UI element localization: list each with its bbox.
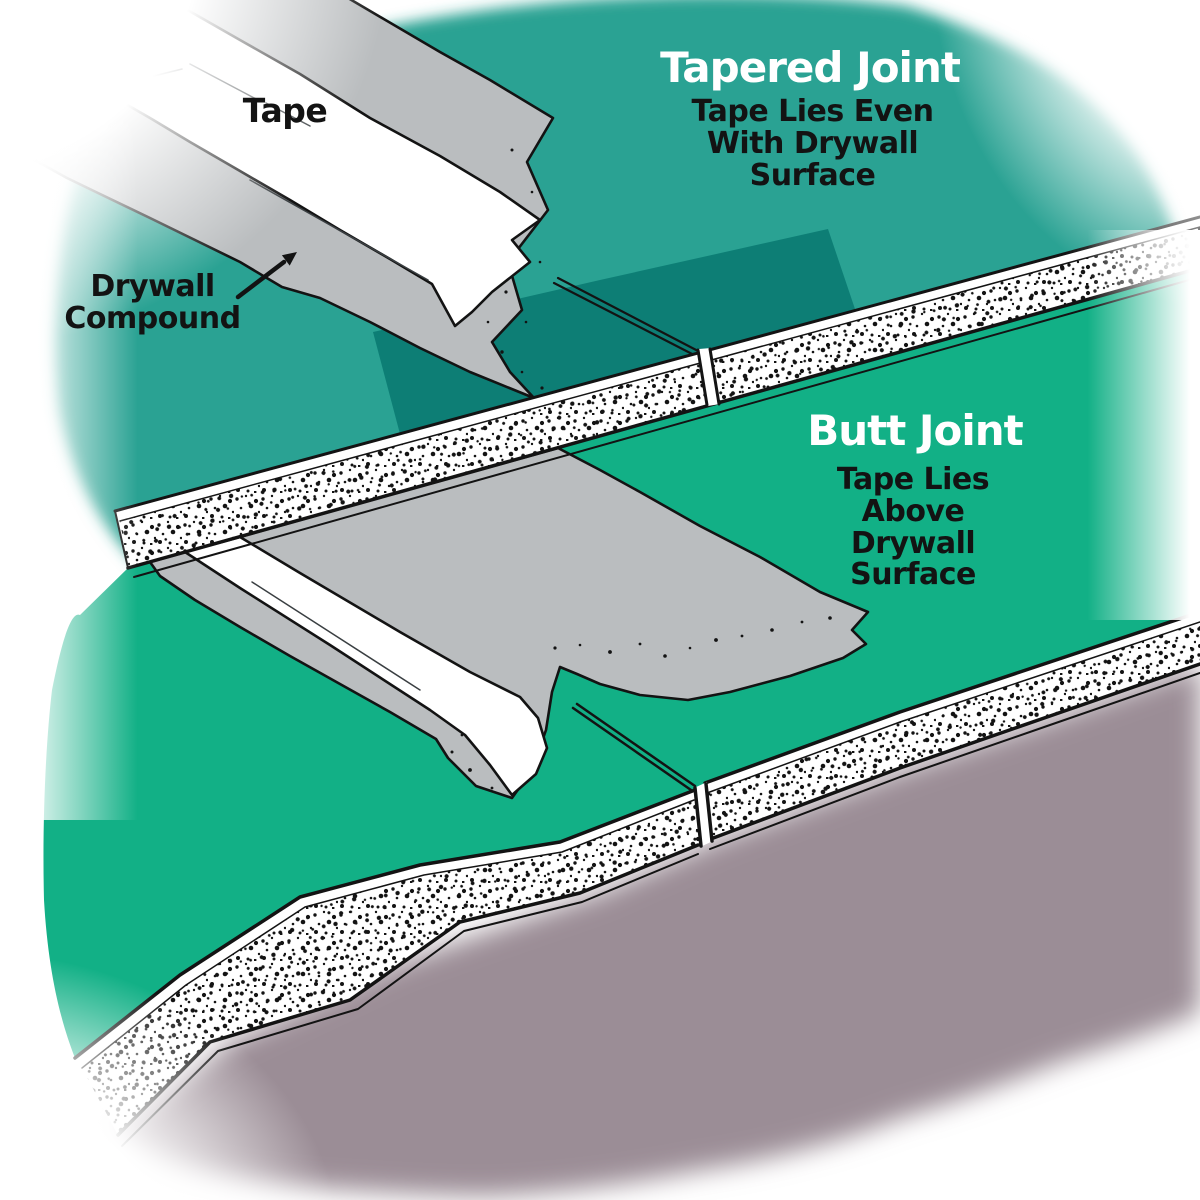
butt-joint-subtitle: Tape Lies Above Drywall Surface [836,462,990,593]
butt-joint-seam [571,702,697,792]
tapered-joint-gap [699,348,720,406]
butt-drywall-compound [148,446,870,800]
butt-tape-sketch-line [251,581,421,691]
drywall-compound-label: Drywall Compound [64,269,241,336]
tape-label: Tape [242,91,328,130]
cast-shadow [108,664,1200,1196]
butt-tape [183,535,549,797]
tapered-joint-subtitle: Tape Lies Even With Drywall Surface [691,94,934,193]
tapered-joint-seam [552,276,702,358]
butt-joint-title: Butt Joint [807,406,1024,455]
tapered-joint-title: Tapered Joint [660,43,961,92]
